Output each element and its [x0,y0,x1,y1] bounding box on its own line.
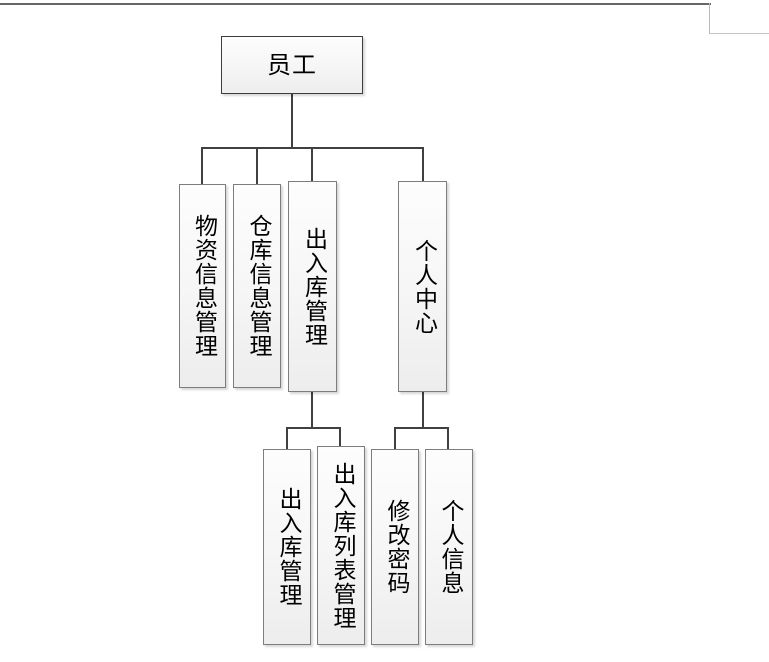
node-label: 出入库列表管理 [328,461,355,630]
node-label: 个人中心 [410,238,437,335]
connector-branch-3-stem [311,392,313,428]
connector-drop-leaf-4 [447,427,449,450]
node-personal-center[interactable]: 个人中心 [398,181,447,392]
connector-leaf-bus-left [286,427,340,429]
node-label: 出入库管理 [274,487,301,607]
connector-drop-branch-4 [422,147,424,182]
node-material-info-management[interactable]: 物资信息管理 [179,184,226,388]
page-right-corner-vertical-rule [709,3,710,34]
node-leaf-change-password[interactable]: 修改密码 [371,449,419,645]
node-label: 物资信息管理 [190,214,217,358]
node-leaf-inbound-outbound-management[interactable]: 出入库管理 [263,449,311,645]
node-warehouse-info-management[interactable]: 仓库信息管理 [233,184,281,388]
connector-leaf-bus-right [394,427,448,429]
node-leaf-inbound-outbound-list-management[interactable]: 出入库列表管理 [317,446,365,645]
connector-root-stem [291,94,293,148]
connector-drop-leaf-2 [339,427,341,447]
connector-drop-leaf-1 [286,427,288,450]
page-right-corner-horizontal-rule [709,33,769,34]
node-leaf-personal-info[interactable]: 个人信息 [425,449,473,645]
connector-drop-branch-2 [256,147,258,185]
connector-drop-branch-3 [311,147,313,182]
page-top-rule [0,3,711,5]
node-label: 修改密码 [382,499,409,595]
node-inbound-outbound-management[interactable]: 出入库管理 [288,181,337,392]
connector-drop-leaf-3 [394,427,396,450]
node-label: 出入库管理 [300,226,327,347]
connector-branch-4-stem [422,392,424,428]
node-root-employee[interactable]: 员工 [221,36,363,94]
node-label: 仓库信息管理 [244,214,271,358]
node-label: 个人信息 [436,499,463,595]
connector-drop-branch-1 [201,147,203,185]
node-label: 员工 [267,50,317,79]
